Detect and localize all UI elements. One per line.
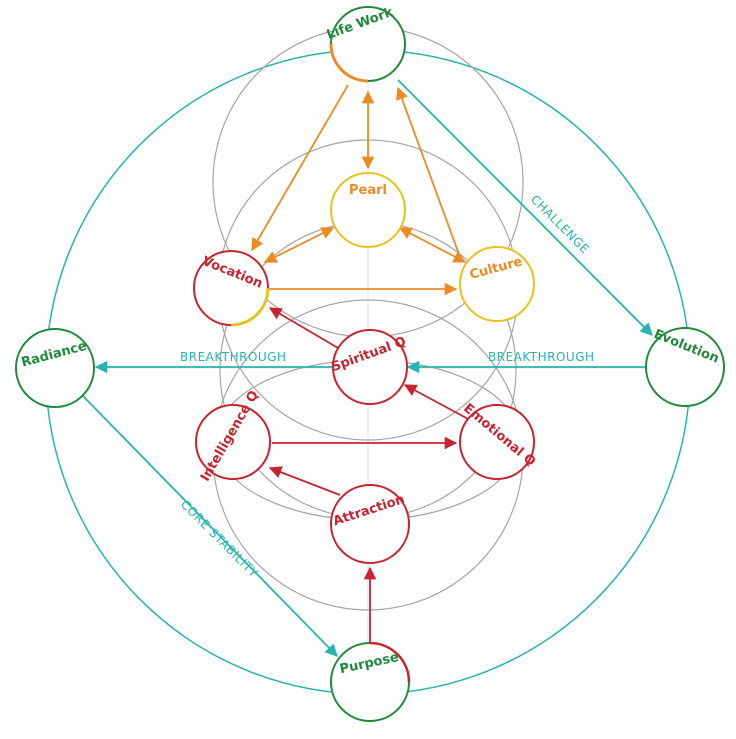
breakthrough-left-label: BREAKTHROUGH bbox=[180, 350, 287, 364]
node-purpose: Purpose bbox=[330, 641, 411, 722]
node-radiance: Radiance bbox=[15, 328, 95, 408]
red-edges bbox=[268, 307, 471, 645]
node-spiritual-q: Spiritual Q bbox=[329, 329, 408, 405]
node-culture: Culture bbox=[459, 246, 535, 322]
node-emotional-q: Emotional Q bbox=[459, 401, 538, 480]
challenge-edge bbox=[397, 79, 653, 336]
node-life-work: Life Work bbox=[325, 5, 406, 83]
node-vocation: Vocation bbox=[193, 250, 270, 327]
node-pearl: Pearl bbox=[330, 172, 406, 248]
core-stability-edge bbox=[81, 394, 338, 657]
pearl-label: Pearl bbox=[349, 183, 387, 198]
breakthrough-right-label: BREAKTHROUGH bbox=[488, 350, 595, 364]
teal-edges bbox=[81, 79, 653, 657]
node-evolution: Evolution bbox=[645, 327, 725, 407]
core-stability-label: CORE STABILITY bbox=[178, 497, 261, 580]
node-intelligence-q: Intelligence Q bbox=[195, 388, 271, 484]
orange-edges bbox=[251, 84, 467, 296]
challenge-label: CHALLENGE bbox=[528, 192, 592, 256]
node-attraction: Attraction bbox=[330, 484, 410, 564]
